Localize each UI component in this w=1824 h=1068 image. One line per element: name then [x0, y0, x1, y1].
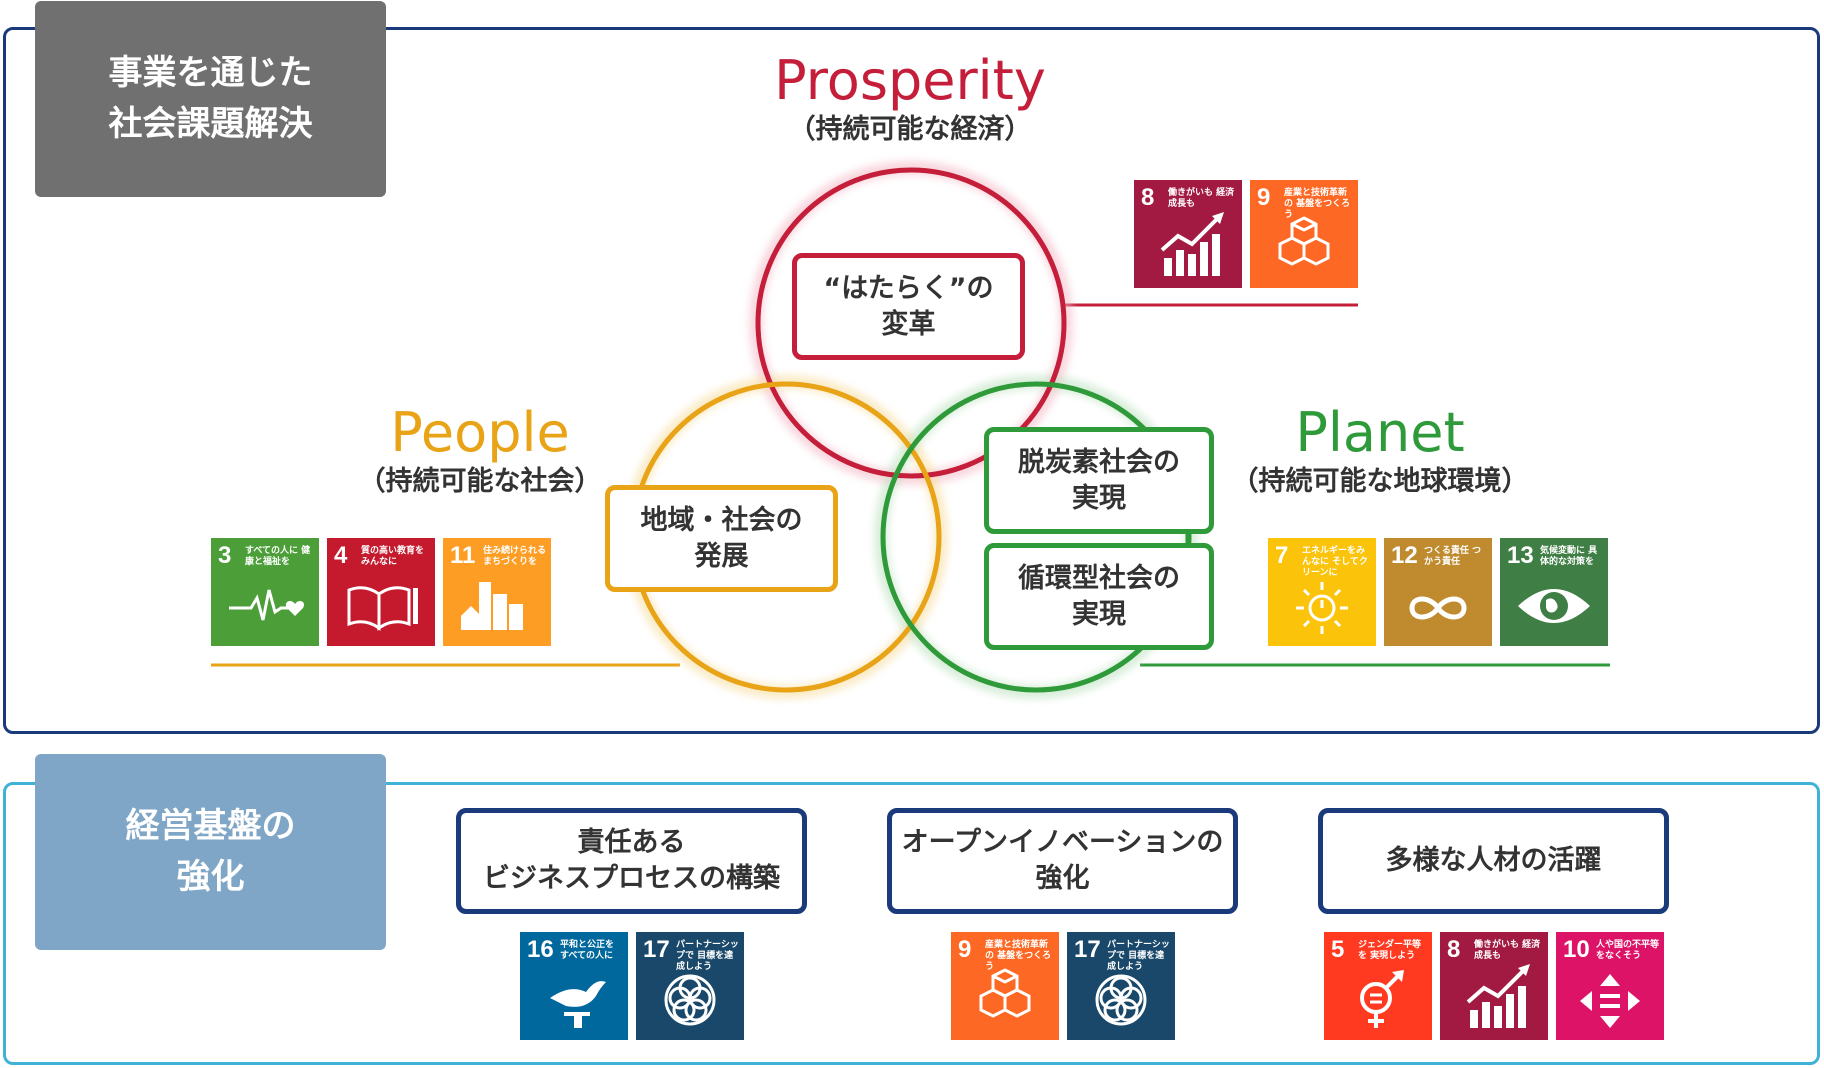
people-heading: People: [390, 401, 570, 464]
rings-icon: [664, 974, 716, 1026]
sdg-goal-text: 質の高い教育を みんなに: [361, 546, 425, 567]
work-transformation-line-1: “はたらく”の: [823, 272, 994, 304]
business-section-label: 事業を通じた 社会課題解決: [35, 1, 386, 197]
sdg-9-tile: 9 産業と技術革新の 基盤をつくろう: [1250, 180, 1358, 288]
business-label-line-2: 社会課題解決: [108, 104, 313, 144]
sdg-number: 8: [1141, 184, 1155, 211]
business-frame: [3, 27, 1820, 734]
regional-development-line-2: 発展: [694, 540, 749, 572]
sdg-13-tile: 13 気候変動に 具体的な対策を: [1500, 538, 1608, 646]
foundation-label-line-2: 強化: [176, 857, 245, 897]
decarbonized-line-2: 実現: [1072, 482, 1126, 514]
sdg-number: 17: [1074, 936, 1101, 963]
growth-chart-icon: [1466, 964, 1530, 1028]
sdg-goal-text: 働きがいも 経済成長も: [1168, 188, 1235, 209]
regional-development-box: 地域・社会の 発展: [605, 485, 838, 592]
sun-power-icon: [1296, 582, 1348, 634]
sdg-goal-text: 産業と技術革新の 基盤をつくろう: [1284, 188, 1351, 220]
sdg-number: 8: [1447, 936, 1461, 963]
prosperity-title: Prosperity （持続可能な経済）: [760, 50, 1060, 148]
sdg-5-tile: 5 ジェンダー平等を 実現しよう: [1324, 932, 1432, 1040]
work-transformation-box: “はたらく”の 変革: [792, 253, 1025, 360]
sdg-number: 12: [1391, 542, 1418, 569]
decarbonized-line-1: 脱炭素社会の: [1018, 446, 1180, 478]
circular-line-2: 実現: [1072, 598, 1126, 630]
sdg-3-tile: 3 すべての人に 健康と福祉を: [211, 538, 319, 646]
diverse-talent-box: 多様な人材の活躍: [1318, 808, 1669, 914]
planet-subheading: （持続可能な地球環境）: [1231, 466, 1529, 497]
business-label-line-1: 事業を通じた: [108, 53, 313, 93]
foundation-label-line-1: 経営基盤の: [125, 806, 296, 846]
sdg-8-tile: 8 働きがいも 経済成長も: [1134, 180, 1242, 288]
sdg-12-tile: 12 つくる責任 つかう責任: [1384, 538, 1492, 646]
sdg-goal-text: 平和と公正を すべての人に: [560, 940, 615, 961]
sdg-goal-text: ジェンダー平等を 実現しよう: [1358, 940, 1422, 961]
regional-development-line-1: 地域・社会の: [640, 504, 803, 536]
rings-icon: [1095, 974, 1147, 1026]
sdg-number: 9: [958, 936, 972, 963]
sdg-16-tile: 16 平和と公正を すべての人に: [520, 932, 628, 1040]
prosperity-circle: [755, 167, 1067, 479]
decarbonized-society-box: 脱炭素社会の 実現: [984, 427, 1214, 534]
people-subheading: （持続可能な社会）: [358, 466, 602, 497]
infinity-icon: [1409, 596, 1467, 620]
sdg-10-tile: 10 人や国の不平等 をなくそう: [1556, 932, 1664, 1040]
sdg-8-tile: 8 働きがいも 経済成長も: [1440, 932, 1548, 1040]
sdg-number: 7: [1275, 542, 1289, 569]
growth-chart-icon: [1160, 212, 1224, 276]
sdg-11-tile: 11 住み続けられる まちづくりを: [443, 538, 551, 646]
sdg-goal-text: 住み続けられる まちづくりを: [483, 546, 547, 567]
pillar-3-line-1: 多様な人材の活躍: [1385, 845, 1602, 876]
sdg-number: 17: [643, 936, 670, 963]
gender-icon: [1360, 970, 1404, 1028]
pillar-1-line-1: 責任ある: [577, 827, 686, 858]
foundation-frame: [3, 782, 1820, 1065]
city-icon: [461, 582, 523, 630]
planet-heading: Planet: [1295, 401, 1465, 464]
sdg-goal-text: 気候変動に 具体的な対策を: [1540, 546, 1598, 567]
sdg-goal-text: パートナーシップで 目標を達成しよう: [676, 940, 739, 972]
sdg-goal-text: すべての人に 健康と福祉を: [245, 546, 311, 567]
circular-society-box: 循環型社会の 実現: [984, 543, 1214, 650]
sdg-number: 16: [527, 936, 554, 963]
sdg-number: 10: [1563, 936, 1590, 963]
planet-title: Planet （持続可能な地球環境）: [1220, 402, 1540, 500]
pillar-1-line-2: ビジネスプロセスの構築: [483, 863, 780, 894]
sdg-goal-text: つくる責任 つかう責任: [1424, 546, 1481, 567]
people-title: People （持続可能な社会）: [340, 402, 620, 500]
cubes-icon: [1278, 216, 1330, 266]
prosperity-subheading: （持続可能な経済）: [788, 114, 1032, 145]
heartbeat-icon: [229, 589, 305, 621]
sdg-goal-text: エネルギーをみんなに そしてクリーンに: [1302, 546, 1368, 578]
pillar-2-line-2: 強化: [1035, 863, 1090, 894]
sdg-number: 3: [218, 542, 232, 569]
sdg-7-tile: 7 エネルギーをみんなに そしてクリーンに: [1268, 538, 1376, 646]
circular-line-1: 循環型社会の: [1018, 562, 1180, 594]
equality-arrows-icon: [1580, 974, 1640, 1028]
pillar-2-line-1: オープンイノベーションの: [901, 827, 1224, 858]
sdg-goal-text: パートナーシップで 目標を達成しよう: [1107, 940, 1170, 972]
sdg-goal-text: 働きがいも 経済成長も: [1474, 940, 1541, 961]
sdg-number: 11: [450, 542, 476, 569]
eye-globe-icon: [1518, 589, 1590, 623]
sdg-9-tile: 9 産業と技術革新の 基盤をつくろう: [951, 932, 1059, 1040]
sdg-number: 5: [1331, 936, 1345, 963]
sdg-number: 9: [1257, 184, 1271, 211]
open-innovation-box: オープンイノベーションの 強化: [887, 808, 1238, 914]
cubes-icon: [979, 968, 1031, 1018]
work-transformation-line-2: 変革: [881, 308, 936, 340]
book-pencil-icon: [347, 586, 418, 631]
sdg-goal-text: 産業と技術革新の 基盤をつくろう: [985, 940, 1052, 972]
sdg-goal-text: 人や国の不平等 をなくそう: [1596, 940, 1660, 961]
sdg-4-tile: 4 質の高い教育を みんなに: [327, 538, 435, 646]
responsible-business-process-box: 責任ある ビジネスプロセスの構築: [456, 808, 807, 914]
foundation-section-label: 経営基盤の 強化: [35, 754, 386, 950]
sdg-number: 13: [1507, 542, 1534, 569]
sdg-number: 4: [334, 542, 348, 569]
prosperity-heading: Prosperity: [774, 49, 1046, 112]
dove-icon: [550, 981, 606, 1028]
